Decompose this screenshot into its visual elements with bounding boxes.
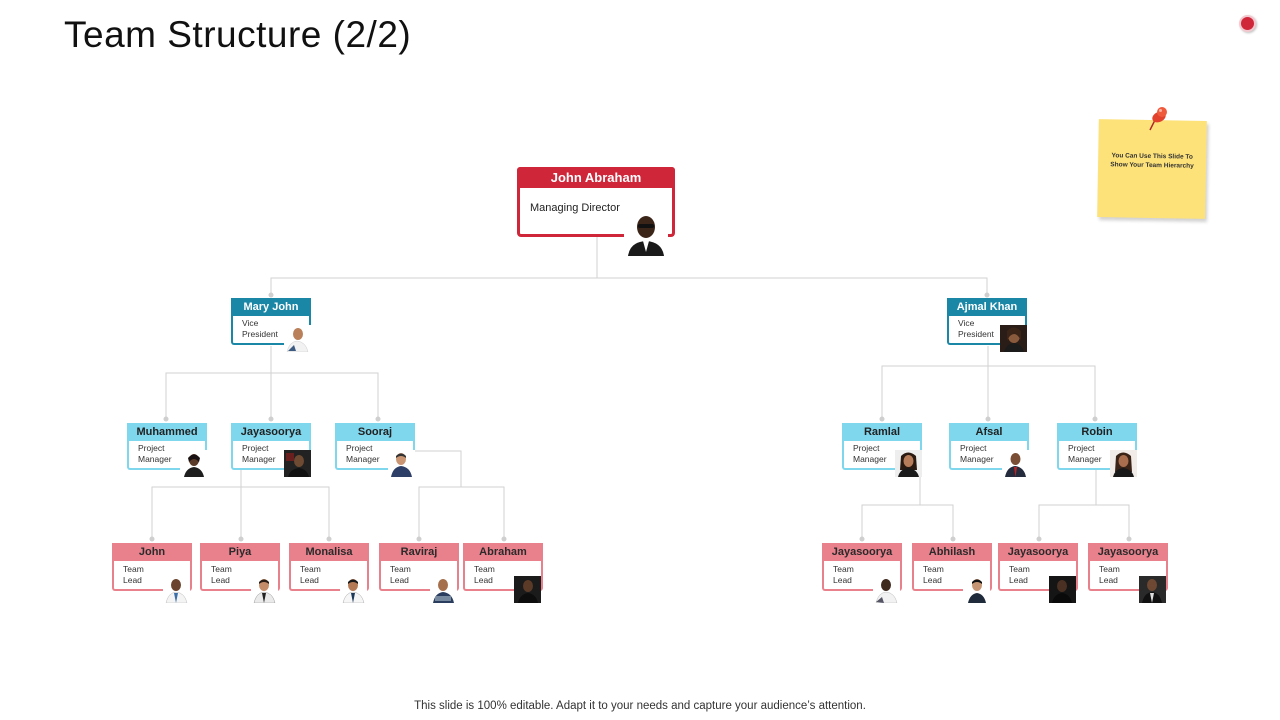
- md-role: Managing Director: [530, 202, 620, 214]
- tl-name: Jayasoorya: [1088, 543, 1168, 561]
- tl-role: Team Lead: [923, 564, 944, 585]
- tl-name: Abhilash: [912, 543, 992, 561]
- pm-name: Muhammed: [127, 423, 207, 441]
- pm-role: Project Manager: [853, 443, 887, 464]
- tl-name: John: [112, 543, 192, 561]
- pm-card[interactable]: Robin Project Manager: [1057, 423, 1137, 477]
- pm-card[interactable]: Ramlal Project Manager: [842, 423, 922, 477]
- vp-role: Vice President: [242, 318, 278, 339]
- vp-name: Ajmal Khan: [947, 298, 1027, 316]
- tl-photo-icon: [251, 576, 278, 603]
- tl-photo-icon: [163, 576, 190, 603]
- tl-card[interactable]: Monalisa Team Lead: [289, 543, 369, 603]
- pm-role: Project Manager: [960, 443, 994, 464]
- pm-photo-icon: [895, 450, 922, 477]
- pm-name: Ramlal: [842, 423, 922, 441]
- tl-card[interactable]: Jayasoorya Team Lead: [822, 543, 902, 603]
- tl-role: Team Lead: [211, 564, 232, 585]
- tl-name: Abraham: [463, 543, 543, 561]
- pm-name: Robin: [1057, 423, 1137, 441]
- tl-card[interactable]: Jayasoorya Team Lead: [998, 543, 1078, 603]
- pm-name: Afsal: [949, 423, 1029, 441]
- vp-card-left[interactable]: Mary John Vice President: [231, 298, 311, 352]
- pm-photo-icon: [284, 450, 311, 477]
- sticky-note-text: You Can Use This Slide To Show Your Team…: [1110, 152, 1194, 170]
- tl-role: Team Lead: [833, 564, 854, 585]
- tl-name: Monalisa: [289, 543, 369, 561]
- push-pin-icon: [1149, 107, 1167, 131]
- tl-name: Piya: [200, 543, 280, 561]
- slide-footer: This slide is 100% editable. Adapt it to…: [414, 700, 866, 712]
- tl-photo-icon: [340, 576, 367, 603]
- pm-card[interactable]: Muhammed Project Manager: [127, 423, 207, 477]
- record-indicator-icon: [1239, 15, 1256, 32]
- tl-card[interactable]: Piya Team Lead: [200, 543, 280, 603]
- pm-name: Sooraj: [335, 423, 415, 441]
- pm-card[interactable]: Sooraj Project Manager: [335, 423, 415, 477]
- tl-role: Team Lead: [474, 564, 495, 585]
- tl-photo-icon: [1139, 576, 1166, 603]
- pm-photo-icon: [388, 450, 415, 477]
- tl-photo-icon: [963, 576, 990, 603]
- tl-card[interactable]: John Team Lead: [112, 543, 192, 603]
- tl-photo-icon: [514, 576, 541, 603]
- vp-photo-icon: [284, 325, 311, 352]
- pm-role: Project Manager: [1068, 443, 1102, 464]
- tl-photo-icon: [1049, 576, 1076, 603]
- vp-card-right[interactable]: Ajmal Khan Vice President: [947, 298, 1027, 352]
- vp-photo-icon: [1000, 325, 1027, 352]
- pm-name: Jayasoorya: [231, 423, 311, 441]
- md-name: John Abraham: [517, 167, 675, 188]
- pm-role: Project Manager: [242, 443, 276, 464]
- tl-role: Team Lead: [300, 564, 321, 585]
- pm-card[interactable]: Jayasoorya Project Manager: [231, 423, 311, 477]
- pm-card[interactable]: Afsal Project Manager: [949, 423, 1029, 477]
- pm-role: Project Manager: [346, 443, 380, 464]
- tl-card[interactable]: Raviraj Team Lead: [379, 543, 459, 603]
- vp-role: Vice President: [958, 318, 994, 339]
- tl-role: Team Lead: [1009, 564, 1030, 585]
- pm-photo-icon: [1002, 450, 1029, 477]
- tl-name: Jayasoorya: [822, 543, 902, 561]
- slide-title: Team Structure (2/2): [64, 14, 412, 55]
- pm-photo-icon: [180, 450, 207, 477]
- md-photo-icon: [624, 212, 668, 256]
- tl-role: Team Lead: [390, 564, 411, 585]
- tl-role: Team Lead: [123, 564, 144, 585]
- tl-card[interactable]: Abhilash Team Lead: [912, 543, 992, 603]
- tl-role: Team Lead: [1099, 564, 1120, 585]
- tl-photo-icon: [873, 576, 900, 603]
- vp-name: Mary John: [231, 298, 311, 316]
- tl-photo-icon: [430, 576, 457, 603]
- tl-name: Raviraj: [379, 543, 459, 561]
- tl-card[interactable]: Jayasoorya Team Lead: [1088, 543, 1168, 603]
- md-card[interactable]: John Abraham Managing Director: [517, 167, 675, 256]
- pm-photo-icon: [1110, 450, 1137, 477]
- tl-card[interactable]: Abraham Team Lead: [463, 543, 543, 603]
- pm-role: Project Manager: [138, 443, 172, 464]
- tl-name: Jayasoorya: [998, 543, 1078, 561]
- sticky-note: You Can Use This Slide To Show Your Team…: [1097, 119, 1207, 219]
